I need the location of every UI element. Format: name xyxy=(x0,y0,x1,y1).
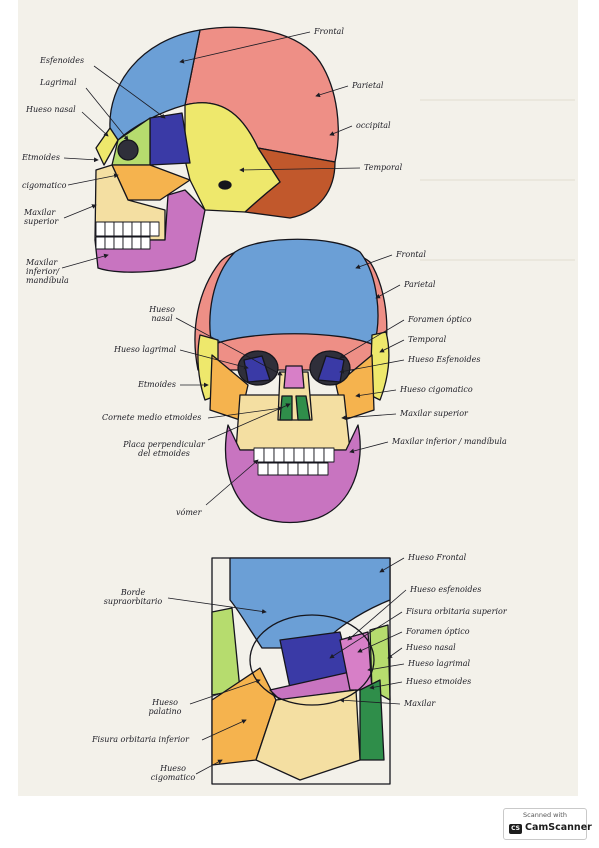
ethmoid-front-right xyxy=(295,395,311,421)
nasal-bone-front xyxy=(283,365,305,389)
label-placa-front: Placa perpendicular del etmoides xyxy=(123,440,205,458)
label-lagrimal-lateral: Lagrimal xyxy=(40,78,77,87)
label-etmoides-front: Etmoides xyxy=(138,380,176,389)
sphenoid-right xyxy=(317,355,345,383)
label-maxilar-superior-front: Maxilar superior xyxy=(400,409,468,418)
label-frontal-front: Frontal xyxy=(396,250,426,259)
orbit-leaders xyxy=(167,557,407,775)
label-hueso-lagrimal-front: Hueso lagrimal xyxy=(114,345,177,354)
label-frontal-orbit: Hueso Frontal xyxy=(408,553,467,562)
label-maxilar-inferior-lateral: Maxilar inferior/ mandíbula xyxy=(26,258,69,285)
label-fisura-inf-orbit: Fisura orbitaria inferior xyxy=(92,735,189,744)
scanned-with-text: Scanned with xyxy=(523,811,567,819)
label-fisura-sup-orbit: Fisura orbitaria superior xyxy=(406,607,507,616)
skull-lateral-view xyxy=(94,26,339,273)
skull-frontal-view xyxy=(194,238,390,524)
frontal-leaders xyxy=(175,254,405,506)
orbit-rim xyxy=(249,614,375,706)
mandible-bone xyxy=(94,189,206,273)
lateral-leaders xyxy=(61,31,361,269)
label-hueso-nasal-front: Hueso nasal xyxy=(149,305,175,323)
orbit-lateral xyxy=(117,139,139,161)
orbit-closeup-view xyxy=(211,557,391,785)
label-frontal-lateral: Frontal xyxy=(314,27,344,36)
maxilla-orbit xyxy=(255,689,361,781)
label-lagrimal-orbit: Hueso lagrimal xyxy=(408,659,471,668)
ear-canal xyxy=(218,180,232,190)
label-nasal-orbit: Hueso nasal xyxy=(406,643,456,652)
label-etmoides-orbit: Hueso etmoides xyxy=(406,677,472,686)
label-cigomatico-orbit: Hueso cigomatico xyxy=(150,764,196,782)
label-parietal-front: Parietal xyxy=(404,280,436,289)
teeth-lateral xyxy=(95,221,160,250)
label-cigomatico-lateral: cigomatico xyxy=(22,181,67,190)
label-esfenoides-front: Hueso Esfenoides xyxy=(408,355,481,364)
ethmoid-front xyxy=(279,395,293,421)
temporal-bone xyxy=(184,102,281,213)
label-foramen-orbit: Foramen óptico xyxy=(406,627,470,636)
label-cornete-front: Cornete medio etmoides xyxy=(102,413,202,422)
label-vomer-front: vómer xyxy=(176,508,202,517)
label-palatino-orbit: Hueso palatino xyxy=(148,698,182,716)
label-occipital-lateral: occipital xyxy=(356,121,391,130)
camscanner-brand: CamScanner xyxy=(525,822,592,833)
label-parietal-lateral: Parietal xyxy=(352,81,384,90)
camscanner-logo-icon: CS xyxy=(509,824,522,834)
label-temporal-lateral: Temporal xyxy=(364,163,403,172)
label-temporal-front: Temporal xyxy=(408,335,447,344)
label-esfenoides-lateral: Esfenoides xyxy=(40,56,85,65)
sphenoid-left xyxy=(243,355,271,383)
label-foramen-optico-front: Foramen óptico xyxy=(408,315,472,324)
label-etmoides-lateral: Etmoides xyxy=(22,153,60,162)
label-esfenoides-orbit: Hueso esfenoides xyxy=(410,585,482,594)
label-hueso-nasal-lateral: Hueso nasal xyxy=(26,105,76,114)
nasal-orbit xyxy=(359,679,385,761)
frontal-bone-front xyxy=(209,238,379,346)
label-maxilar-orbit: Maxilar xyxy=(404,699,436,708)
label-cigomatico-front: Hueso cigomatico xyxy=(400,385,473,394)
label-maxilar-inferior-front: Maxilar inferior / mandíbula xyxy=(392,437,507,446)
label-borde-orbit: Borde supraorbitario xyxy=(103,588,163,606)
label-maxilar-superior-lateral: Maxilar superior xyxy=(24,208,59,226)
camscanner-watermark: Scanned with CS CamScanner xyxy=(503,808,592,840)
teeth-front xyxy=(253,447,335,476)
